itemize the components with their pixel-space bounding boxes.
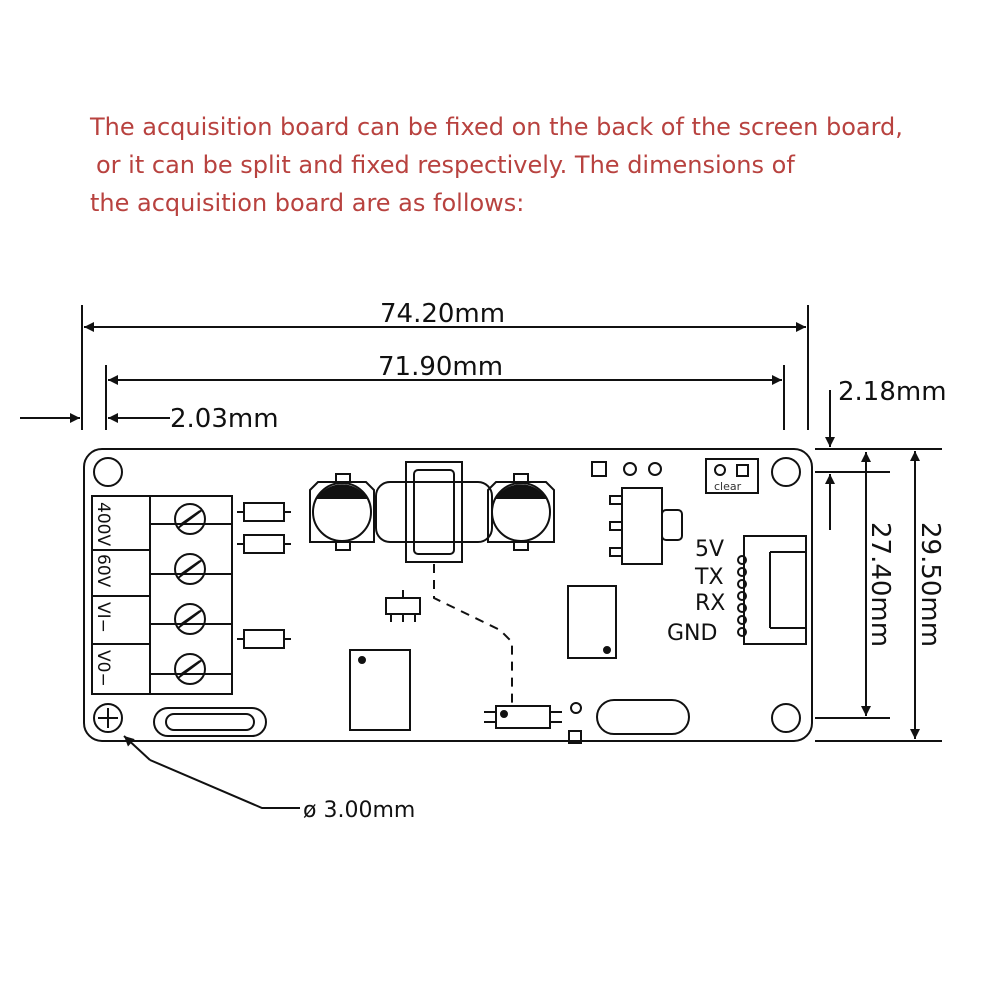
slot [153, 707, 267, 737]
resistor [243, 629, 285, 649]
dim-hole-diameter: ø 3.00mm [303, 798, 415, 823]
dim-hole-offset-y: 2.18mm [838, 377, 947, 407]
transistor [385, 590, 421, 622]
mounting-hole [771, 703, 801, 733]
connector-label: 5V [695, 537, 724, 562]
connector-label: RX [695, 591, 725, 616]
mounting-hole [93, 703, 123, 733]
terminal-label: 60V [93, 554, 113, 588]
transformer [375, 461, 493, 563]
connector-label: TX [694, 565, 724, 590]
dim-hole-spacing-x: 71.90mm [378, 352, 503, 382]
intro-line-2: or it can be split and fixed respectivel… [96, 151, 795, 179]
resistor [243, 534, 285, 554]
dim-overall-width: 29.50mm [915, 522, 945, 647]
ic-chip [567, 585, 617, 659]
mounting-hole [771, 457, 801, 487]
clear-jumper [705, 458, 759, 494]
dim-overall-length: 74.20mm [380, 299, 505, 329]
optocoupler [484, 705, 562, 729]
terminal-labels: 400V 60V VI− V0− [93, 502, 113, 687]
connector-label: GND [667, 621, 717, 646]
terminal-label: V0− [93, 650, 113, 687]
pcb-board [83, 448, 813, 744]
clear-label: clear [714, 480, 742, 493]
terminal-screws [174, 503, 206, 685]
mounting-hole [93, 457, 123, 487]
connector-labels: 5V TX RX GND [667, 537, 725, 646]
intro-line-1: The acquisition board can be fixed on th… [90, 113, 903, 141]
dim-hole-spacing-y: 27.40mm [865, 522, 895, 647]
board-outline [83, 448, 813, 742]
intro-line-3: the acquisition board are as follows: [90, 189, 525, 217]
dimension-lines [20, 305, 942, 809]
intro-text: The acquisition board can be fixed on th… [90, 108, 970, 222]
voltage-regulator [609, 487, 683, 565]
ic-chip [349, 649, 411, 731]
resistor [243, 502, 285, 522]
terminal-label: VI− [93, 602, 113, 633]
capacitor-right [487, 473, 555, 551]
connector-4pin [737, 535, 807, 645]
slot [596, 699, 690, 735]
terminal-label: 400V [93, 502, 113, 546]
capacitor-left [309, 473, 375, 551]
dim-hole-offset-x: 2.03mm [170, 404, 279, 434]
